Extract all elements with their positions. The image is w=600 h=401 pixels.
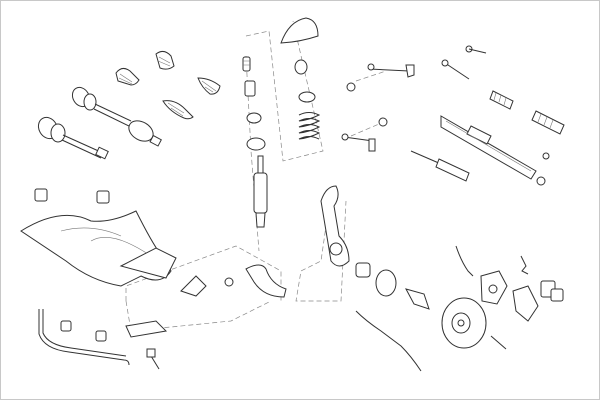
steering-damper (410, 150, 470, 182)
front-subframe (20, 188, 177, 287)
cv-boot-3 (197, 77, 221, 95)
wheel-bearing (355, 262, 371, 278)
lower-control-arm (245, 264, 287, 298)
brake-disc (441, 297, 487, 349)
spring-seat (298, 91, 316, 103)
stabilizer-bar (38, 309, 130, 366)
strut-bushing (244, 80, 256, 97)
brake-dust-shield (405, 288, 430, 310)
brake-hose (455, 245, 474, 277)
shock-absorber (253, 155, 268, 228)
stabilizer-link-upper (346, 63, 415, 92)
outer-tie-rods (441, 45, 487, 80)
abs-sensor-cable (355, 310, 422, 372)
caliper-bolt (490, 335, 507, 350)
drive-shaft-long (71, 86, 162, 147)
caliper-bracket (512, 285, 539, 322)
wear-sensor (520, 255, 529, 275)
cv-boot-4 (162, 100, 194, 120)
strut-bump-stop (242, 56, 251, 72)
steering-rack (440, 115, 550, 186)
stabilizer-link-lower (125, 320, 168, 370)
control-arm-bracket (180, 275, 207, 297)
spring-bushing (294, 59, 308, 75)
wheel-hub (375, 269, 397, 297)
cv-joint-boot-1 (155, 50, 175, 70)
brake-pads (540, 280, 564, 302)
strut-top-mount (280, 17, 319, 44)
brake-caliper (480, 270, 508, 305)
tie-rod-end (341, 117, 388, 152)
strut-washer (246, 112, 262, 124)
rack-boots (489, 90, 565, 135)
control-arm-bushing (224, 277, 234, 287)
strut-bearing (246, 137, 266, 151)
coil-spring (298, 112, 321, 140)
cv-joint-boot-2 (115, 67, 140, 86)
steering-knuckle (320, 185, 350, 267)
drive-shaft-short (37, 116, 109, 160)
